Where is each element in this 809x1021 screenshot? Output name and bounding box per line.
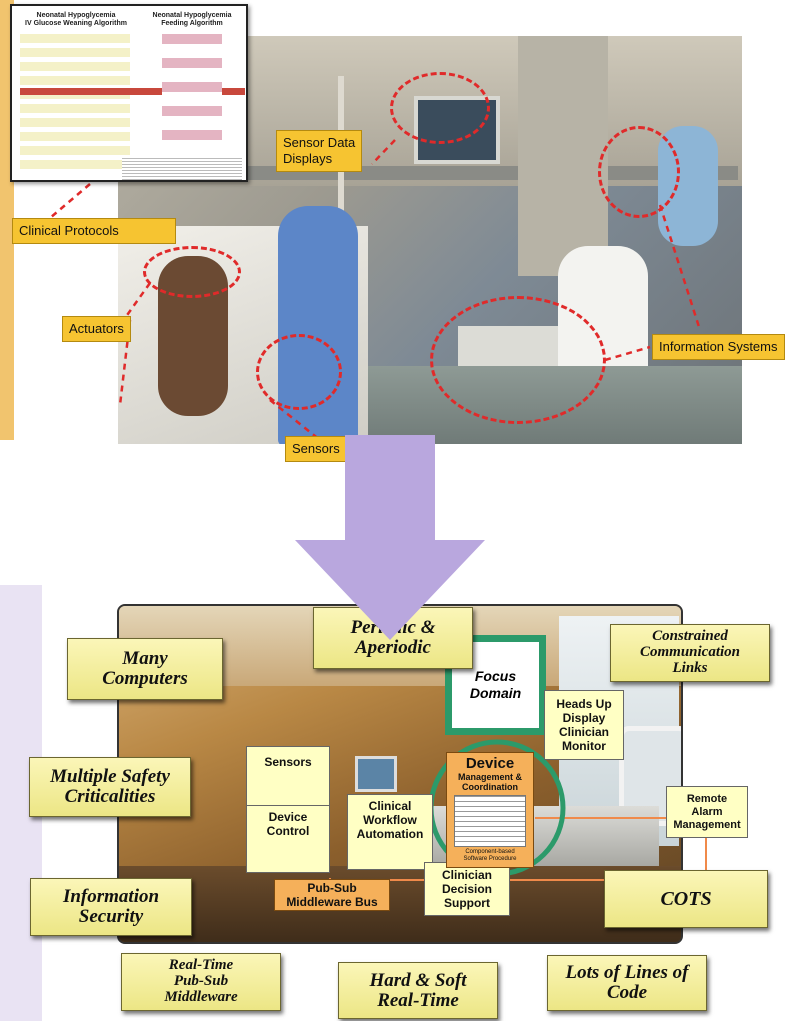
device-caption: Component-based Software Procedure	[463, 849, 517, 862]
challenge-hard-soft-realtime: Hard & Soft Real-Time	[338, 962, 498, 1019]
challenge-realtime-pubsub: Real-Time Pub-Sub Middleware	[121, 953, 281, 1011]
wall-monitor	[355, 756, 397, 792]
sensor-ring	[256, 334, 342, 410]
protocol-right-title: Neonatal Hypoglycemia Feeding Algorithm	[152, 12, 232, 27]
challenge-cots: COTS	[604, 870, 768, 928]
callout-sensors: Sensors	[285, 436, 347, 462]
room-floor	[119, 866, 681, 942]
down-arrow	[295, 435, 485, 640]
clinical-protocol-card: Neonatal Hypoglycemia IV Glucose Weaning…	[10, 4, 248, 182]
callout-clinical-protocols: Clinical Protocols	[12, 218, 176, 244]
heads-up-display-box: Heads Up Display Clinician Monitor	[544, 690, 624, 760]
protocol-left-title: Neonatal Hypoglycemia IV Glucose Weaning…	[25, 12, 127, 27]
focus-domain-label: Focus Domain	[469, 668, 522, 701]
device-control-box: Device Control	[246, 805, 330, 873]
challenge-safety-criticalities: Multiple Safety Criticalities	[29, 757, 191, 817]
protocol-flow-right	[162, 34, 222, 154]
actuator-ring	[143, 246, 241, 298]
information-system-ring	[598, 126, 680, 218]
protocol-flow-left	[20, 34, 130, 174]
wall-door	[518, 36, 608, 276]
pubsub-middleware-bus: Pub-Sub Middleware Bus	[274, 879, 390, 911]
callout-sensor-data-displays: Sensor Data Displays	[276, 130, 363, 172]
computer-ring	[430, 296, 606, 424]
challenge-lines-of-code: Lots of Lines of Code	[547, 955, 707, 1011]
sensors-box: Sensors	[246, 746, 330, 806]
iv-pole	[338, 76, 344, 336]
device-subtitle: Management & Coordination	[457, 772, 522, 792]
remote-alarm-box: Remote Alarm Management	[666, 786, 748, 838]
challenge-many-computers: Many Computers	[67, 638, 223, 700]
device-title: Device	[465, 755, 515, 772]
sensor-display-ring	[390, 72, 490, 144]
protocol-alert-bar	[20, 88, 245, 95]
challenge-information-security: Information Security	[30, 878, 192, 936]
device-management-box: Device Management & Coordination Compone…	[446, 752, 534, 868]
decision-support-box: Clinician Decision Support	[424, 862, 510, 916]
workflow-automation-box: Clinical Workflow Automation	[347, 794, 433, 870]
challenge-constrained-links: Constrained Communication Links	[610, 624, 770, 682]
callout-actuators: Actuators	[62, 316, 131, 342]
device-doc-thumbnail	[454, 795, 526, 847]
protocol-footnote	[122, 158, 242, 180]
callout-information-systems: Information Systems	[652, 334, 785, 360]
